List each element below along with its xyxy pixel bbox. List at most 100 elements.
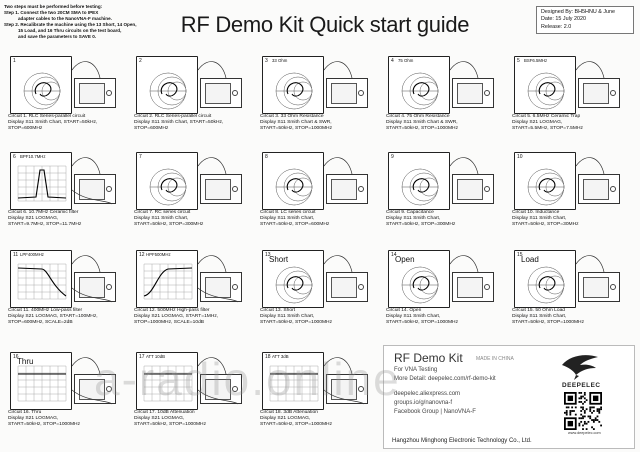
vna-screen-card: 7 bbox=[136, 152, 198, 210]
caption-line: STOP=600MHz bbox=[8, 126, 43, 131]
caption-line: Display S21 LOGMAG, bbox=[8, 216, 59, 221]
nanovna-device-illustration bbox=[326, 174, 368, 204]
logmag-plot-icon bbox=[17, 263, 67, 300]
caption-line: Display S11 Smith Chart, bbox=[260, 314, 315, 319]
circuit-number: 17 bbox=[139, 354, 145, 360]
caption-line: STOP=600MHz bbox=[134, 126, 169, 131]
vna-screen-card: 2 bbox=[136, 56, 198, 114]
device-screen bbox=[583, 83, 609, 104]
device-screen bbox=[79, 179, 105, 200]
date: Date: 15 July 2020 bbox=[541, 16, 586, 23]
caption-line: START=50kHz, STOP=1000MHz bbox=[260, 126, 333, 131]
logmag-plot-icon bbox=[143, 365, 193, 402]
caption-line: Circuit 10. Inductance bbox=[512, 210, 560, 215]
circuit-number: 2 bbox=[139, 58, 142, 64]
circuit-number: 1 bbox=[13, 58, 16, 64]
instructions: Two steps must be performed before testi… bbox=[4, 4, 184, 40]
caption-line: START=50kHz, STOP=1000MHz bbox=[386, 320, 459, 325]
caption-line: Circuit 16. Thru bbox=[8, 410, 42, 415]
caption-line: Display S11 Smith Chart & SWR, bbox=[386, 120, 458, 125]
eagle-logo-icon bbox=[562, 355, 598, 380]
device-knob bbox=[610, 284, 616, 290]
design-info-box: Designed By: BH5HNU & June Date: 15 July… bbox=[536, 6, 634, 35]
caption-line: Circuit 4. 75 Ohm Resistance bbox=[386, 114, 450, 119]
circuit-number: 6 bbox=[13, 154, 16, 160]
kit-line: deepelec.aliexpress.com bbox=[394, 391, 461, 397]
device-screen bbox=[457, 179, 483, 200]
circuit-number: 13 bbox=[265, 252, 271, 258]
device-knob bbox=[232, 386, 238, 392]
nanovna-device-illustration bbox=[578, 174, 620, 204]
nanovna-device-illustration bbox=[74, 272, 116, 302]
circuit-number: 8 bbox=[265, 154, 268, 160]
instruction-line: adapter cables to the NanoVNA-F machine. bbox=[18, 16, 112, 21]
caption-line: Circuit 15. 50 Ohm Load bbox=[512, 308, 566, 313]
device-screen bbox=[331, 379, 357, 400]
circuit-tag: Open bbox=[395, 255, 415, 264]
device-screen bbox=[79, 83, 105, 104]
circuit-number: 4 bbox=[391, 58, 394, 64]
caption-line: Display S11 Smith Chart, bbox=[260, 216, 315, 221]
device-knob bbox=[358, 386, 364, 392]
circuit-number: 3 bbox=[265, 58, 268, 64]
device-screen bbox=[457, 83, 483, 104]
logmag-plot-icon bbox=[17, 365, 67, 402]
nanovna-device-illustration bbox=[452, 272, 494, 302]
device-knob bbox=[484, 186, 490, 192]
caption-line: Circuit 8. LC series circuit bbox=[260, 210, 316, 215]
caption-line: Circuit 18. 3dB Attenuation bbox=[260, 410, 318, 415]
circuit-tag: Short bbox=[269, 255, 289, 264]
smith-chart-icon bbox=[149, 168, 187, 206]
nanovna-device-illustration bbox=[200, 374, 242, 404]
nanovna-device-illustration bbox=[74, 78, 116, 108]
instruction-line: Step 2. Recalibrate the machine using th… bbox=[4, 22, 137, 27]
instruction-line: and save the parameters to SAVE 0. bbox=[18, 34, 97, 39]
vna-screen-card: 10 bbox=[514, 152, 576, 210]
nanovna-device-illustration bbox=[452, 174, 494, 204]
circuit-number: 11 bbox=[13, 252, 19, 258]
nanovna-device-illustration bbox=[200, 78, 242, 108]
circuit-tag: BSF6.5MHz bbox=[524, 58, 548, 63]
device-knob bbox=[106, 90, 112, 96]
qr-code-icon[interactable] bbox=[564, 392, 602, 430]
caption-line: Circuit 17. 10dB Attenuation bbox=[134, 410, 195, 415]
caption-line: START=50kHz, STOP=1000MHz bbox=[512, 320, 585, 325]
circuit-tag: LPF400MHz bbox=[20, 252, 44, 257]
device-knob bbox=[610, 186, 616, 192]
circuit-number: 14 bbox=[391, 252, 397, 258]
device-screen bbox=[205, 277, 231, 298]
circuit-tag: 75 Ohm bbox=[398, 58, 414, 63]
caption-line: Circuit 2. RLC Series-parallel circuit bbox=[134, 114, 212, 119]
made-in-label: MADE IN CHINA bbox=[476, 356, 514, 362]
vna-screen-card: 8 bbox=[262, 152, 324, 210]
designer: Designed By: BH5HNU & June bbox=[541, 9, 616, 15]
release: Release: 2.0 bbox=[541, 23, 572, 30]
circuit-tag: HPF500MHz bbox=[146, 252, 171, 257]
circuit-tag: Load bbox=[521, 255, 539, 264]
circuit-number: 9 bbox=[391, 154, 394, 160]
vna-screen-card: 4 75 Ohm bbox=[388, 56, 450, 114]
caption-line: Display S21 LOGMAG, START=1MHz, bbox=[134, 314, 219, 319]
caption-line: START=50kHz, STOP=300MHz bbox=[386, 222, 456, 227]
caption-line: Circuit 5. 6.5MHz Ceramic Trap bbox=[512, 114, 581, 119]
nanovna-device-illustration bbox=[200, 272, 242, 302]
circuit-number: 16 bbox=[13, 354, 19, 360]
vna-screen-card: 9 bbox=[388, 152, 450, 210]
smith-chart-icon bbox=[527, 72, 565, 110]
caption-line: Display S11 Smith Chart & SWR, bbox=[260, 120, 332, 125]
